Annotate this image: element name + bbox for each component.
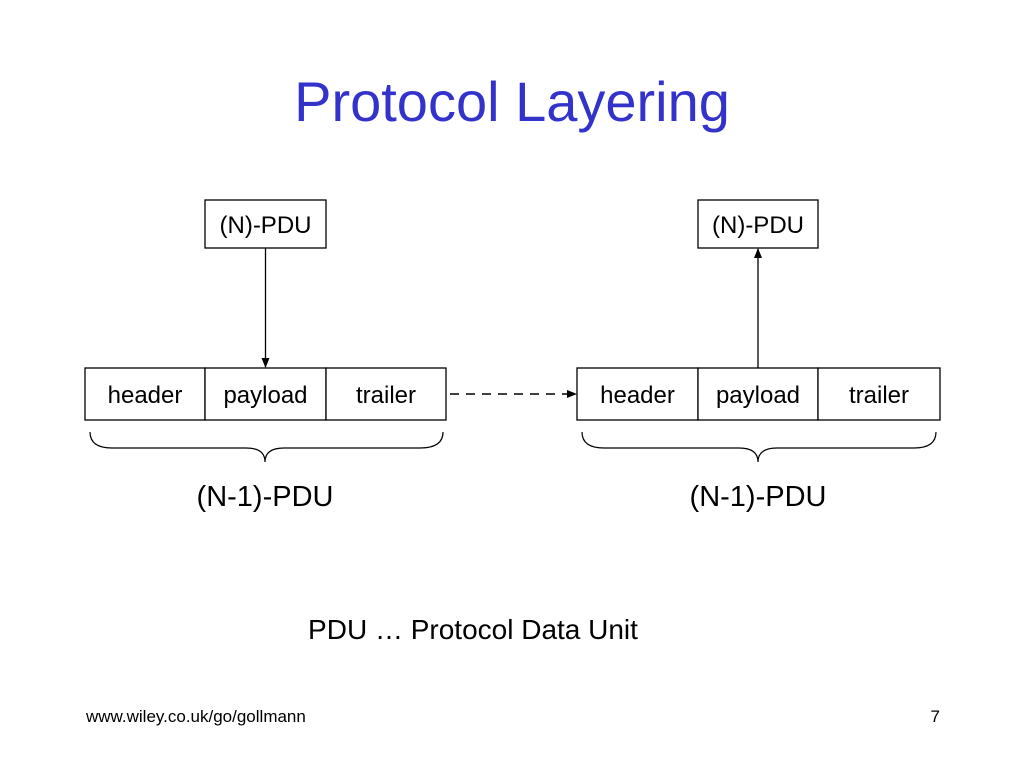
slide-title: Protocol Layering (294, 70, 730, 133)
right-trailer-cell (817, 367, 941, 421)
left-header-cell (84, 367, 206, 421)
right-n-minus-1-pdu-label: (N-1)-PDU (690, 481, 827, 513)
right-header-cell (576, 367, 699, 421)
right-curly-brace (581, 431, 937, 463)
pdu-definition: PDU … Protocol Data Unit (308, 614, 638, 645)
right-stack: (N)-PDU header payload trailer (N-1)-PDU (576, 199, 941, 513)
left-curly-brace (89, 431, 444, 463)
right-n-pdu-label: (N)-PDU (712, 212, 804, 239)
right-header-text: header (600, 382, 675, 409)
page-number: 7 (930, 707, 940, 726)
left-trailer-cell (325, 367, 447, 421)
footer-url: www.wiley.co.uk/go/gollmann (86, 707, 306, 726)
left-trailer-text: trailer (356, 382, 416, 409)
right-payload-cell (697, 367, 819, 421)
left-header-text: header (108, 382, 183, 409)
left-payload-text: payload (223, 382, 307, 409)
left-n-pdu-label: (N)-PDU (220, 212, 312, 239)
right-payload-text: payload (716, 382, 800, 409)
left-n-minus-1-pdu-label: (N-1)-PDU (197, 481, 334, 513)
left-stack: (N)-PDU header payload trailer (N-1)-PDU (84, 199, 447, 513)
left-n-pdu-box (204, 199, 327, 249)
right-trailer-text: trailer (849, 382, 909, 409)
left-payload-cell (204, 367, 327, 421)
